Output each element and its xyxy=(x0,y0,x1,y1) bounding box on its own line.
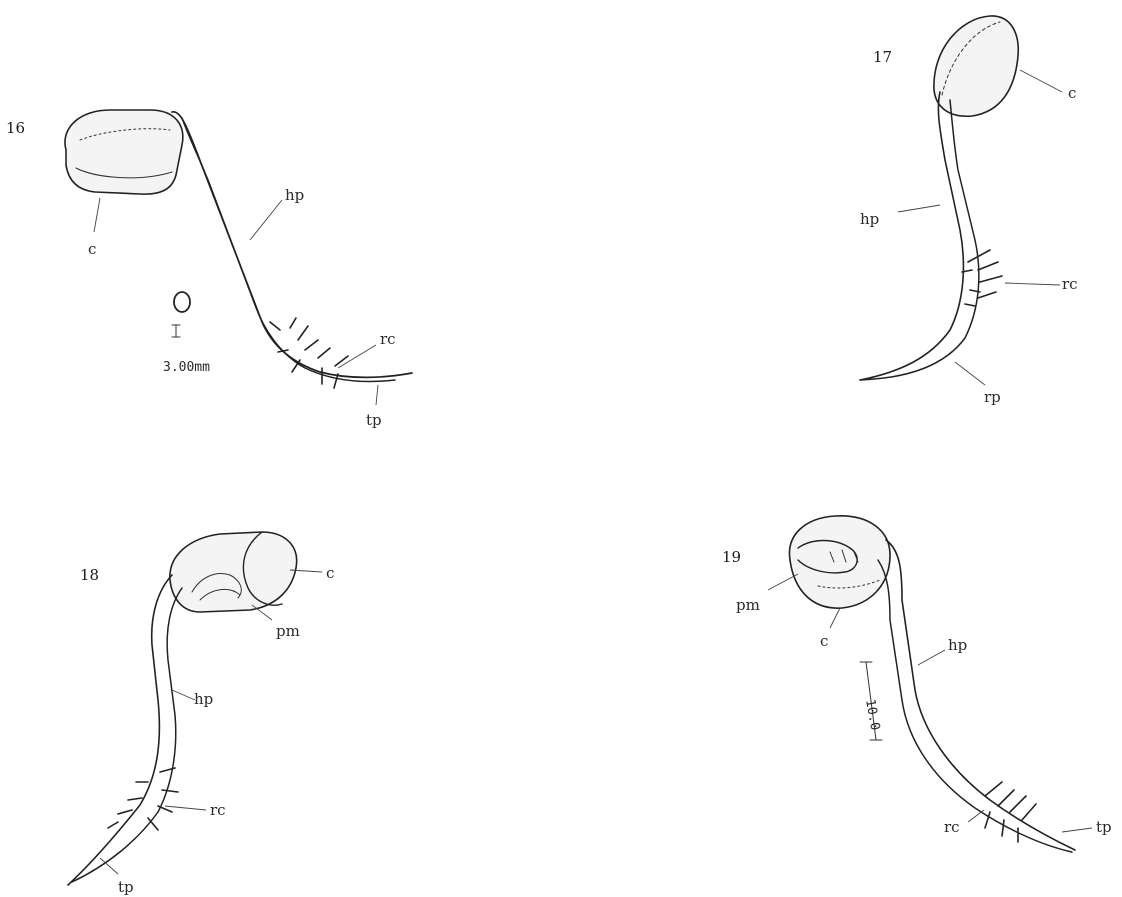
figure-16-label-tp: tp xyxy=(366,411,382,429)
figure-16-scale: 3.00mm xyxy=(163,292,210,375)
figure-19-label-c: c xyxy=(820,632,828,650)
figure-18-hypocotyl xyxy=(68,575,182,885)
figure-19-scale: 10.0 xyxy=(860,662,882,740)
figure-17-label-c: c xyxy=(1068,84,1076,102)
figure-16-seed xyxy=(65,110,183,194)
figure-16: 16 xyxy=(6,110,412,429)
figure-17-label-rp: rp xyxy=(984,388,1001,406)
figure-19-label-tp: tp xyxy=(1096,818,1112,836)
figure-19-scale-label: 10.0 xyxy=(862,698,882,731)
figure-18-label-hp: hp xyxy=(194,690,213,708)
figure-16-hypocotyl xyxy=(172,112,412,382)
figure-19-number: 19 xyxy=(722,548,741,566)
figure-17-seed xyxy=(934,16,1018,116)
figure-17-label-rc: rc xyxy=(1062,275,1078,293)
figure-18-number: 18 xyxy=(80,566,99,584)
figure-19-seed xyxy=(789,516,890,608)
figure-18-label-rc: rc xyxy=(210,801,226,819)
figure-19-label-rc: rc xyxy=(944,818,960,836)
figure-16-label-c: c xyxy=(88,240,96,258)
figure-18-label-pm: pm xyxy=(276,622,300,640)
figure-16-label-hp: hp xyxy=(285,186,304,204)
figure-16-root-hairs xyxy=(270,318,348,388)
figure-19-label-pm: pm xyxy=(736,596,760,614)
figure-18-seed xyxy=(170,532,297,612)
figure-19-label-hp: hp xyxy=(948,636,967,654)
figure-16-scale-label: 3.00mm xyxy=(163,360,210,375)
figure-19-root-hairs xyxy=(985,782,1036,842)
figure-18-label-tp: tp xyxy=(118,878,134,896)
figure-18: 18 c pm hp rc tp xyxy=(68,532,334,896)
figure-17-number: 17 xyxy=(873,48,892,66)
figure-16-number: 16 xyxy=(6,119,25,137)
figure-17-root-hairs xyxy=(962,250,1002,306)
figure-19-hypocotyl xyxy=(878,540,1075,852)
figure-17: 17 c hp rc rp xyxy=(860,16,1078,406)
figure-17-hypocotyl xyxy=(860,92,979,380)
figure-17-label-hp: hp xyxy=(860,210,879,228)
figure-18-label-c: c xyxy=(326,564,334,582)
figure-19: 19 10.0 xyxy=(722,516,1112,852)
figure-16-label-rc: rc xyxy=(380,330,396,348)
